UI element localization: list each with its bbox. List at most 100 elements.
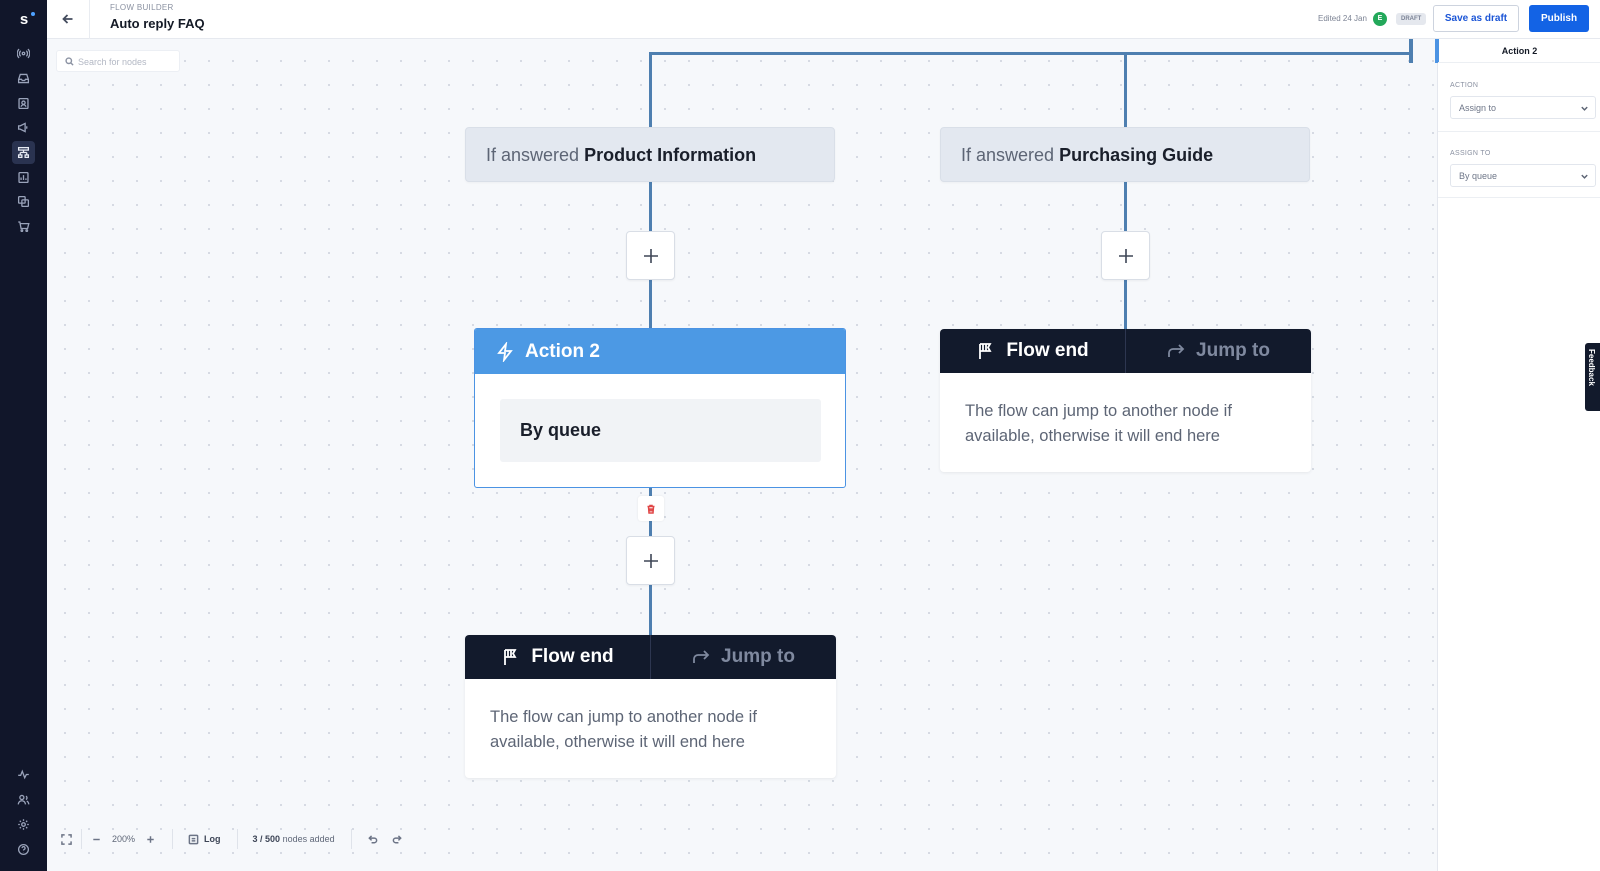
panel-divider	[1438, 131, 1600, 132]
flow-end-node[interactable]: Flow end Jump to The flow can jump to an…	[465, 635, 836, 778]
action-node-title: Action 2	[525, 340, 600, 362]
connector-line	[1124, 280, 1127, 330]
add-node-button[interactable]	[626, 536, 675, 585]
fullscreen-icon	[61, 833, 72, 845]
condition-prefix: If answered	[961, 145, 1055, 165]
connector-line	[649, 52, 652, 127]
jump-arrow-icon	[693, 650, 710, 663]
delete-node-button[interactable]	[638, 496, 664, 521]
zoom-in-button[interactable]	[145, 826, 156, 852]
log-button[interactable]: Log	[188, 826, 221, 852]
app-logo[interactable]: s	[14, 10, 35, 30]
flag-icon	[504, 649, 517, 665]
connector-line	[649, 181, 652, 231]
flow-end-label: Flow end	[531, 646, 614, 667]
flow-canvas[interactable]: If answered Product Information If answe…	[47, 39, 1437, 871]
settings-icon[interactable]	[12, 813, 35, 836]
toolbar-divider	[172, 829, 174, 849]
log-icon	[188, 834, 199, 844]
breadcrumb: FLOW BUILDER	[110, 3, 174, 12]
search-input[interactable]	[78, 54, 174, 69]
panel-title: Action 2	[1438, 39, 1600, 63]
avatar[interactable]: E	[1373, 12, 1387, 26]
connector-line	[649, 280, 652, 328]
feedback-tab[interactable]: Feedback	[1585, 343, 1600, 411]
nodes-counter: 3 / 500 nodes added	[253, 826, 335, 852]
condition-answer: Product Information	[584, 145, 757, 165]
flow-end-label: Flow end	[1006, 340, 1089, 361]
condition-answer: Purchasing Guide	[1059, 145, 1214, 165]
redo-icon	[392, 834, 402, 843]
add-node-button[interactable]	[1101, 231, 1150, 280]
action-select-value: Assign to	[1459, 103, 1497, 113]
action-node-value: By queue	[500, 399, 821, 462]
jump-to-tab[interactable]: Jump to	[650, 635, 835, 679]
flag-icon	[979, 343, 992, 359]
zoom-out-button[interactable]	[91, 826, 102, 852]
add-node-button[interactable]	[626, 231, 675, 280]
toolbar-divider	[81, 829, 82, 849]
flow-end-node[interactable]: Flow end Jump to The flow can jump to an…	[940, 329, 1311, 472]
jump-to-label: Jump to	[721, 646, 795, 667]
flow-end-description: The flow can jump to another node if ava…	[965, 402, 1232, 445]
nodes-count: 3 / 500	[252, 834, 281, 844]
flow-end-header: Flow end Jump to	[465, 635, 836, 679]
campaigns-icon[interactable]	[12, 116, 35, 139]
flow-end-header: Flow end Jump to	[940, 329, 1311, 373]
assign-to-select[interactable]: By queue	[1450, 164, 1596, 187]
search-icon	[65, 57, 74, 66]
condition-node-product-information[interactable]: If answered Product Information	[465, 127, 835, 182]
connector-line	[1124, 181, 1127, 231]
integrations-icon[interactable]	[12, 190, 35, 213]
publish-button[interactable]: Publish	[1529, 5, 1589, 32]
top-header: FLOW BUILDER Auto reply FAQ Edited 24 Ja…	[47, 0, 1600, 39]
left-nav-rail: s	[0, 0, 47, 871]
jump-to-tab[interactable]: Jump to	[1125, 329, 1310, 373]
flow-end-tab[interactable]: Flow end	[940, 329, 1125, 373]
connector-line	[1124, 52, 1127, 127]
logo-letter: s	[19, 11, 29, 28]
fullscreen-button[interactable]	[61, 826, 72, 852]
condition-prefix: If answered	[486, 145, 580, 165]
flow-end-description: The flow can jump to another node if ava…	[490, 708, 757, 751]
toolbar-divider	[236, 829, 238, 849]
undo-button[interactable]	[367, 826, 378, 852]
help-icon[interactable]	[12, 838, 35, 861]
broadcast-icon[interactable]	[12, 42, 35, 65]
page-title[interactable]: Auto reply FAQ	[110, 16, 205, 31]
team-icon[interactable]	[12, 788, 35, 811]
undo-icon	[367, 834, 377, 843]
panel-accent-bar	[1435, 39, 1439, 63]
edited-timestamp: Edited 24 Jan	[1318, 14, 1367, 23]
plus-icon	[643, 248, 658, 263]
action-select[interactable]: Assign to	[1450, 96, 1596, 119]
chevron-down-icon	[1581, 174, 1588, 179]
zoom-level: 200%	[112, 834, 136, 844]
save-as-draft-button[interactable]: Save as draft	[1433, 5, 1519, 32]
contacts-icon[interactable]	[12, 92, 35, 115]
toolbar-divider	[350, 829, 352, 849]
reports-icon[interactable]	[12, 166, 35, 189]
logo-dot	[31, 12, 35, 16]
arrow-left-icon	[62, 14, 73, 24]
flow-builder-icon[interactable]	[12, 141, 35, 164]
canvas-toolbar: 200% Log 3 / 500 nodes added	[47, 826, 425, 852]
minus-icon	[93, 838, 100, 840]
action-node[interactable]: Action 2 By queue	[474, 328, 846, 488]
action-field-label: ACTION	[1450, 82, 1479, 89]
chevron-down-icon	[1581, 106, 1588, 111]
shop-icon[interactable]	[12, 215, 35, 238]
flow-end-tab[interactable]: Flow end	[465, 635, 650, 679]
plus-icon	[147, 835, 154, 843]
trash-icon	[647, 504, 655, 514]
condition-node-purchasing-guide[interactable]: If answered Purchasing Guide	[940, 127, 1310, 182]
nodes-suffix: nodes added	[282, 834, 335, 844]
inbox-icon[interactable]	[12, 67, 35, 90]
status-badge: DRAFT	[1396, 13, 1427, 25]
assign-to-select-value: By queue	[1459, 171, 1498, 181]
redo-button[interactable]	[392, 826, 403, 852]
back-button[interactable]	[57, 8, 79, 30]
activity-icon[interactable]	[12, 763, 35, 786]
connector-line	[649, 52, 1412, 55]
